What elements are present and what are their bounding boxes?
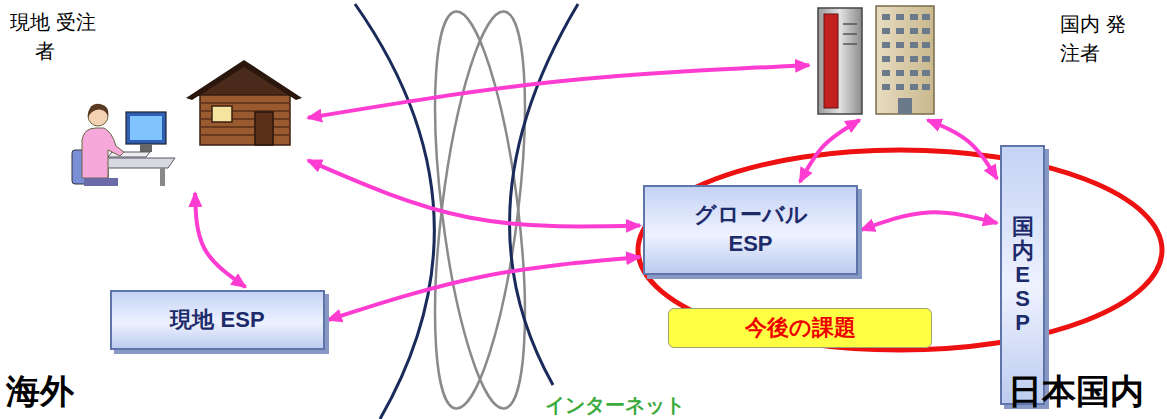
node-text: 今後の課題: [745, 313, 856, 343]
internet-symbol: [355, 4, 578, 419]
service-box: グローバル ESP: [643, 185, 858, 275]
flow-arrow: [308, 160, 640, 226]
issue-callout: 今後の課題: [668, 308, 932, 348]
server-icon: [818, 8, 862, 114]
flow-arrow: [800, 120, 860, 182]
region-label: 海外: [6, 372, 74, 411]
client-group: 国内 発注者: [812, 2, 1152, 117]
orderer-group: 現地 受注者: [8, 5, 305, 190]
node-text: 現地 ESP: [170, 306, 264, 335]
flow-arrow: [195, 193, 245, 287]
service-box: 国内 ESP: [1000, 145, 1045, 405]
flow-arrow: [928, 120, 997, 179]
flow-arrow: [308, 65, 809, 118]
highlight-ellipse: [638, 150, 1162, 350]
service-box: 現地 ESP: [110, 290, 325, 350]
flow-arrow: [861, 212, 997, 230]
region-label: 日本国内: [1008, 372, 1144, 411]
node-text: 国内 発注者: [1060, 10, 1130, 68]
person-icon: [72, 104, 175, 186]
flow-arrow: [328, 257, 640, 320]
node-text: 現地 受注者: [10, 8, 105, 66]
node-text: グローバル ESP: [691, 201, 811, 258]
house-icon: [186, 60, 302, 145]
node-text: 国内 ESP: [1012, 215, 1034, 336]
network-label: インターネット: [545, 393, 685, 417]
building-icon: [876, 6, 934, 114]
